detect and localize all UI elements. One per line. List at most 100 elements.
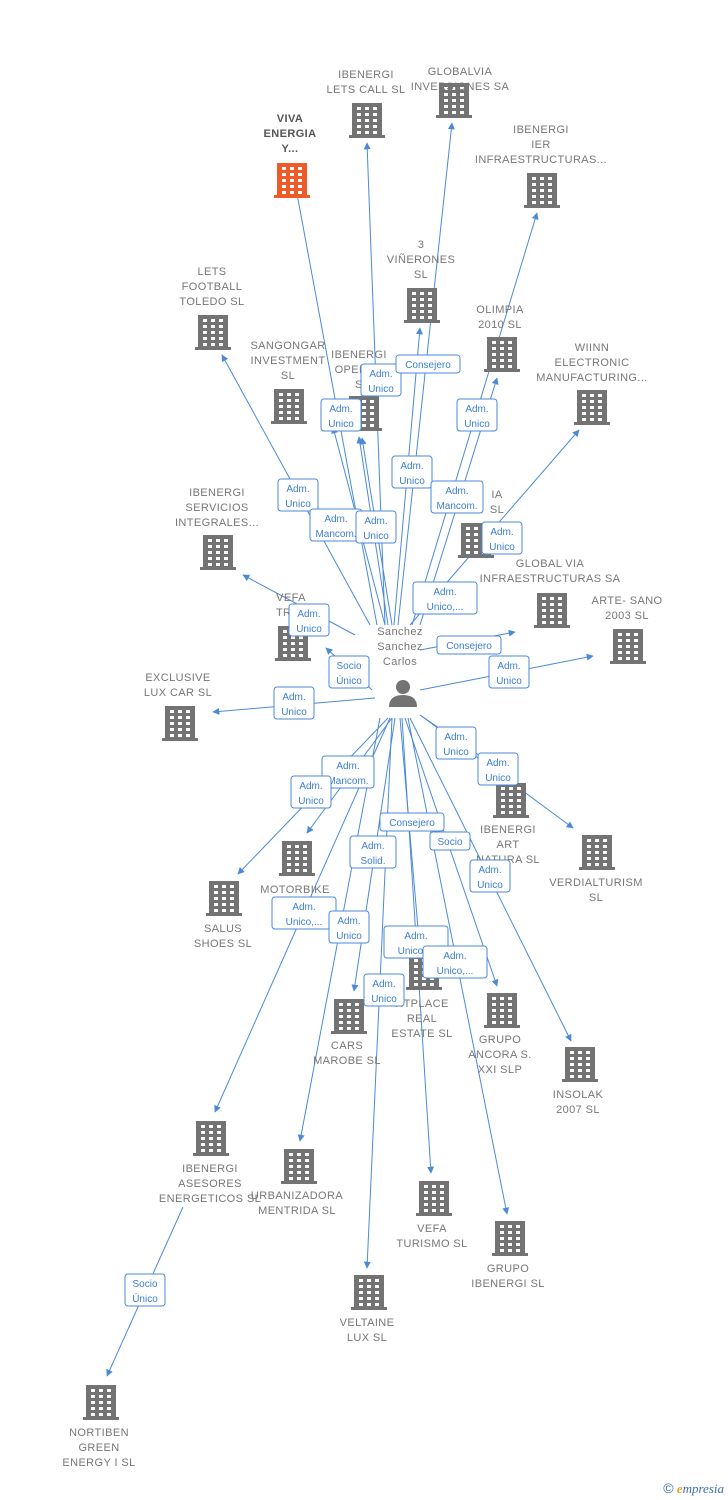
- relation-label[interactable]: Adm.Unico: [290, 775, 332, 809]
- relation-label-text: Adm.: [337, 916, 360, 927]
- relation-label[interactable]: Adm.Unico: [273, 686, 315, 720]
- company-node-grupo_ibenergi[interactable]: GRUPO IBENERGI SL: [471, 1221, 544, 1290]
- relation-label-text: Adm.: [433, 587, 456, 598]
- company-node-ibenergi_ier[interactable]: IBENERGIIERINFRAESTRUCTURAS...: [475, 124, 607, 208]
- company-name-line: MANUFACTURING...: [536, 372, 648, 384]
- relation-edge: [404, 717, 499, 987]
- company-node-ibenergi_servicios[interactable]: IBENERGISERVICIOSINTEGRALES...: [175, 487, 259, 570]
- company-name-line: ESTATE SL: [391, 1028, 452, 1040]
- company-name-line: LETS: [197, 266, 226, 278]
- relation-label[interactable]: Adm.Unico: [481, 521, 523, 555]
- relation-label-text: Adm.: [465, 404, 488, 415]
- relation-label[interactable]: Consejero: [379, 812, 445, 832]
- person-name-line-2: Sanchez: [377, 641, 423, 653]
- relation-label[interactable]: Adm.Unico: [391, 455, 433, 489]
- company-name-line: INFRAESTRUCTURAS...: [475, 154, 607, 166]
- relation-label[interactable]: Adm.Unico: [363, 973, 405, 1007]
- relation-label[interactable]: Adm.Unico: [456, 398, 498, 432]
- company-name-line: IBENERGI: [182, 1163, 238, 1175]
- relation-label[interactable]: Adm.Unico,...: [271, 896, 337, 930]
- company-node-viva_energia[interactable]: VIVA ENERGIA Y...: [264, 113, 317, 198]
- company-node-ibenergi_art[interactable]: IBENERGIARTNATURA SL: [476, 783, 540, 866]
- relation-label[interactable]: Adm.Unico: [320, 398, 362, 432]
- company-name-line: ASESORES: [178, 1178, 242, 1190]
- company-name-line: IBENERGI: [338, 69, 394, 81]
- relation-label[interactable]: Adm.Mancom.: [430, 480, 484, 514]
- relation-label[interactable]: Adm.Unico: [469, 859, 511, 893]
- relation-label-text: Consejero: [446, 641, 492, 652]
- relation-label[interactable]: Adm.Unico,...: [412, 581, 478, 615]
- relation-label-text: Unico: [336, 931, 362, 942]
- company-name-line: VIVA: [277, 113, 303, 125]
- company-name-line: VELTAINE: [340, 1317, 395, 1329]
- relation-label-text: Adm.: [361, 841, 384, 852]
- relation-label-text: Adm.: [404, 931, 427, 942]
- company-name-line: Y...: [282, 143, 299, 155]
- relation-label-text: Unico: [363, 531, 389, 542]
- relation-label[interactable]: Adm.Unico: [477, 752, 519, 786]
- relation-label[interactable]: Socio: [429, 831, 471, 851]
- building-icon: [493, 783, 529, 818]
- relation-label-text: Adm.: [369, 369, 392, 380]
- company-name-line: SL: [589, 892, 603, 904]
- relation-label[interactable]: Adm.Mancom.: [321, 755, 375, 789]
- center-person[interactable]: Sanchez Sanchez Carlos: [377, 626, 423, 707]
- company-node-motorbike[interactable]: MOTORBIKEDEVE: [260, 841, 329, 911]
- relation-label[interactable]: Adm.Unico: [277, 478, 319, 512]
- relation-label[interactable]: Consejero: [395, 354, 461, 374]
- relation-label[interactable]: Adm.Unico: [360, 363, 402, 397]
- relation-label[interactable]: Adm.Unico: [435, 726, 477, 760]
- relation-label[interactable]: Adm.Unico,...: [422, 945, 488, 979]
- relation-label[interactable]: Adm.Unico: [288, 603, 330, 637]
- person-name-line-3: Carlos: [383, 656, 417, 668]
- relation-label-text: Mancom.: [327, 776, 368, 787]
- company-name-line: GRUPO: [487, 1263, 529, 1275]
- relation-label[interactable]: Adm. Unico: [328, 910, 370, 944]
- building-icon: [279, 841, 315, 876]
- relation-label[interactable]: Consejero: [436, 635, 502, 655]
- relation-label[interactable]: Adm. Solid.: [349, 835, 397, 869]
- building-icon: [574, 390, 610, 425]
- relation-label[interactable]: Adm.Unico: [488, 655, 530, 689]
- company-name-line: ELECTRONIC: [555, 357, 630, 369]
- relation-label-text: Unico: [477, 880, 503, 891]
- company-name-line: IBENERGI SL: [471, 1278, 544, 1290]
- relation-label-text: Adm.: [497, 661, 520, 672]
- building-icon: [195, 315, 231, 350]
- relation-label-text: Unico: [489, 542, 515, 553]
- company-name-line: IBENERGI: [189, 487, 245, 499]
- company-name-line: TURISMO SL: [396, 1238, 467, 1250]
- company-name-line: ENERGIA: [264, 128, 317, 140]
- company-node-wiinn[interactable]: WIINNELECTRONICMANUFACTURING...: [536, 342, 648, 425]
- relation-label-text: Adm.: [372, 979, 395, 990]
- relation-label-text: Unico,...: [398, 946, 435, 957]
- company-name-line: ART: [496, 839, 519, 851]
- relation-edge: [399, 717, 423, 953]
- relation-label[interactable]: Adm.Unico: [355, 510, 397, 544]
- relation-label-text: Solid.: [360, 856, 385, 867]
- building-icon: [193, 1121, 229, 1156]
- relation-label[interactable]: Adm.Mancom.: [309, 508, 363, 542]
